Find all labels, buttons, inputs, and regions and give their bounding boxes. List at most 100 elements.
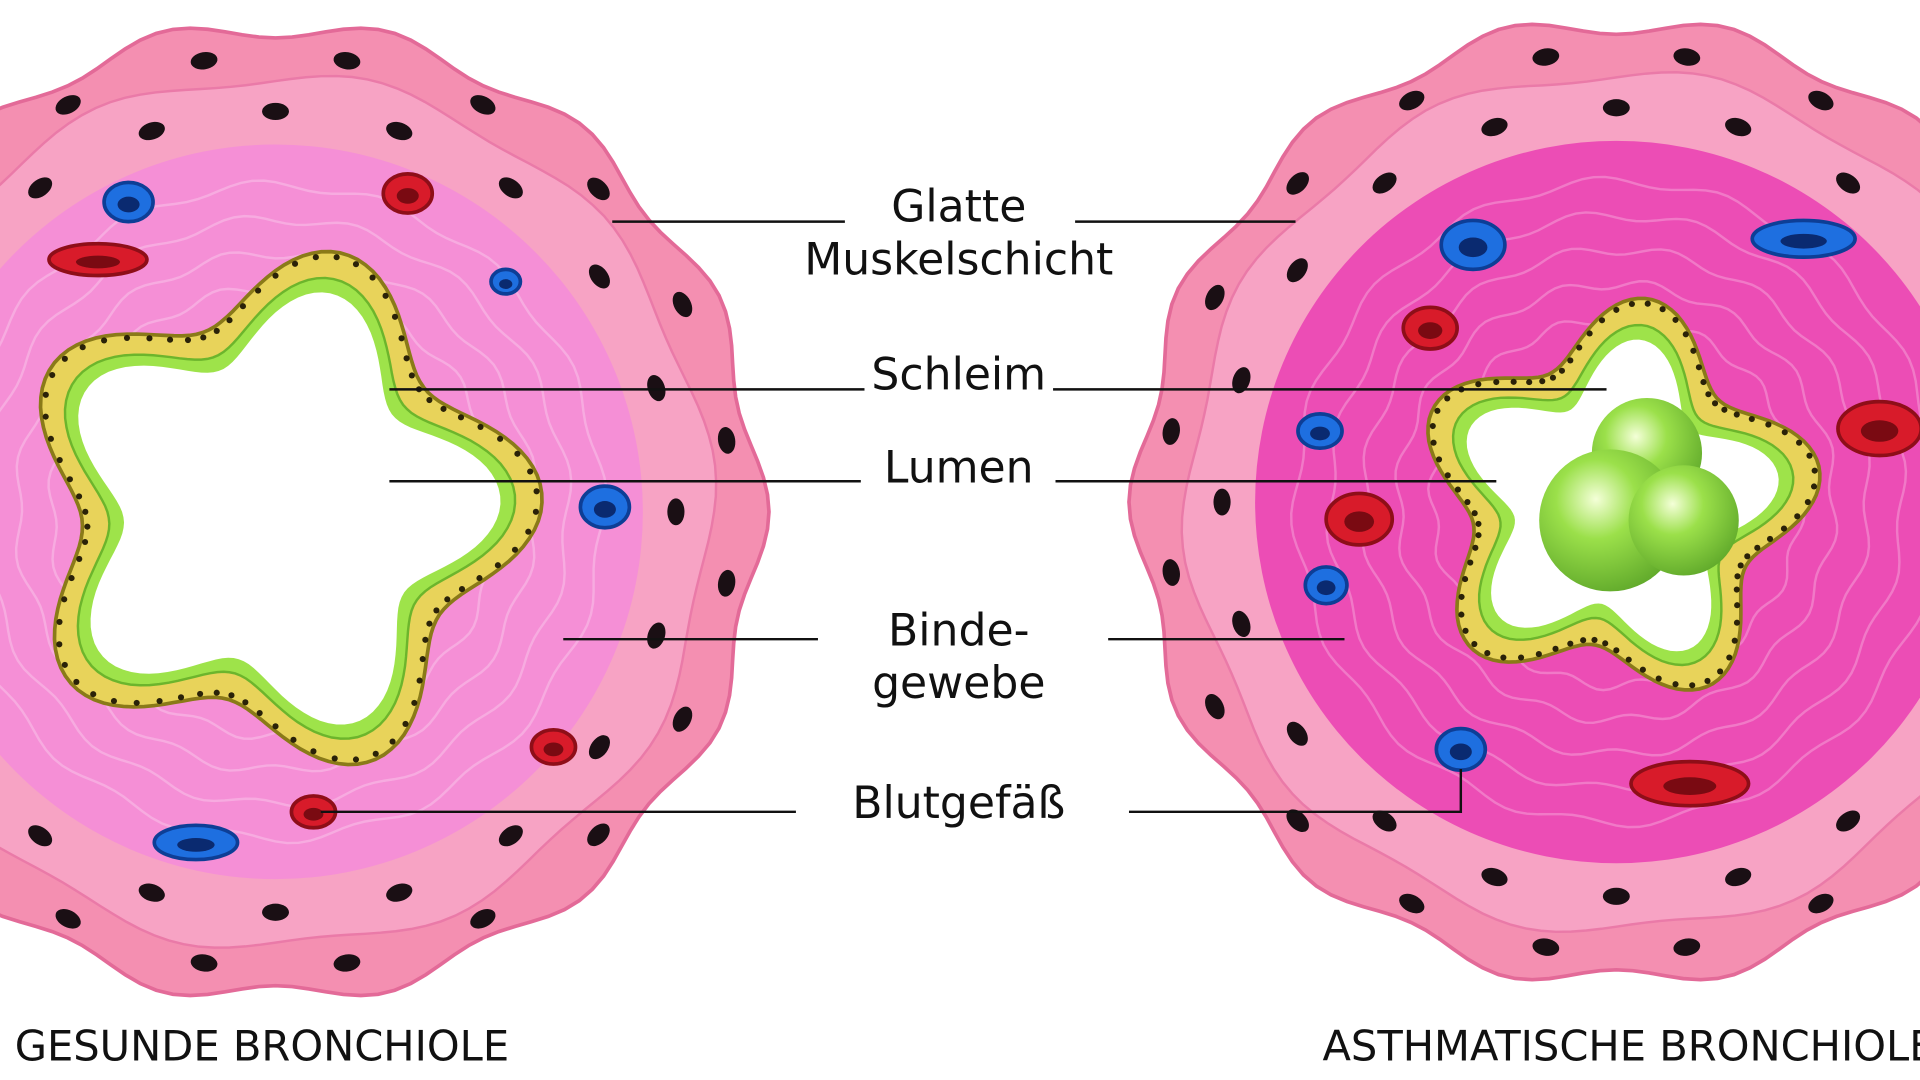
cell-nucleus	[470, 909, 496, 929]
cell-nucleus	[672, 706, 693, 732]
epithelial-nucleus	[76, 493, 83, 500]
blood-vessel-lumen	[1418, 322, 1443, 339]
cell-nucleus	[1602, 99, 1630, 117]
cell-nucleus	[1481, 117, 1508, 137]
epithelial-nucleus	[1734, 602, 1741, 609]
epithelial-nucleus	[1429, 422, 1436, 430]
epithelial-nucleus	[1454, 486, 1461, 493]
cell-nucleus	[1162, 418, 1180, 445]
epithelial-nucleus	[382, 292, 389, 299]
blood-vessel-lumen	[1344, 511, 1375, 532]
cell-nucleus	[190, 954, 218, 972]
epithelial-nucleus	[228, 692, 235, 699]
epithelial-nucleus	[1484, 650, 1491, 657]
caption-healthy: GESUNDE BRONCHIOLE	[15, 1021, 509, 1070]
cell-nucleus	[587, 823, 610, 847]
epithelial-nucleus	[1766, 535, 1774, 543]
epithelial-nucleus	[1493, 378, 1500, 386]
epithelial-nucleus	[66, 476, 73, 483]
epithelial-nucleus	[352, 261, 360, 268]
epithelial-nucleus	[1711, 400, 1719, 407]
epithelial-nucleus	[226, 317, 233, 324]
epithelial-nucleus	[61, 661, 68, 668]
epithelial-nucleus	[369, 274, 376, 281]
epithelial-nucleus	[61, 355, 68, 362]
epithelial-nucleus	[331, 755, 338, 762]
epithelial-nucleus	[1613, 306, 1620, 313]
cell-nucleus	[1286, 809, 1309, 832]
cell-nucleus	[1481, 867, 1508, 887]
cell-nucleus	[1232, 367, 1251, 394]
cell-nucleus	[386, 883, 413, 902]
epithelial-nucleus	[402, 720, 409, 728]
cell-nucleus	[1286, 172, 1309, 195]
epithelial-nucleus	[1721, 406, 1728, 413]
epithelial-nucleus	[352, 756, 360, 763]
epithelial-nucleus	[1672, 681, 1679, 688]
epithelial-nucleus	[1639, 666, 1646, 673]
cell-nucleus	[1205, 284, 1225, 311]
epithelial-nucleus	[1744, 553, 1751, 560]
caption-asthmatic: ASTHMATISCHE BRONCHIOLE	[1322, 1021, 1920, 1070]
epithelial-nucleus	[68, 575, 75, 582]
epithelial-nucleus	[422, 636, 429, 643]
epithelial-nucleus	[444, 596, 451, 603]
blood-vessel-lumen	[1663, 777, 1717, 795]
cell-nucleus	[262, 102, 289, 120]
epithelial-nucleus	[272, 723, 279, 730]
epithelial-nucleus	[61, 596, 68, 603]
epithelial-nucleus	[1464, 498, 1471, 506]
epithelial-nucleus	[1517, 654, 1525, 661]
blood-vessel-lumen	[1310, 426, 1330, 441]
epithelial-nucleus	[1471, 640, 1478, 648]
epithelial-nucleus	[1500, 654, 1507, 661]
label-connective-tissue-line2: gewebe	[872, 658, 1045, 709]
cell-nucleus	[1372, 172, 1397, 194]
epithelial-nucleus	[1644, 300, 1651, 307]
cell-nucleus	[1673, 938, 1701, 956]
epithelial-nucleus	[1734, 573, 1741, 580]
epithelial-nucleus	[1444, 395, 1451, 402]
epithelial-nucleus	[256, 710, 263, 717]
epithelial-nucleus	[1539, 378, 1546, 385]
epithelial-nucleus	[312, 254, 319, 261]
cell-nucleus	[1532, 938, 1560, 956]
epithelial-nucleus	[1794, 513, 1801, 520]
epithelial-nucleus	[47, 435, 54, 442]
cell-nucleus	[1205, 693, 1225, 720]
epithelial-nucleus	[1806, 452, 1813, 459]
epithelial-nucleus	[411, 699, 418, 706]
label-mucus: Schleim	[871, 349, 1046, 400]
epithelial-nucleus	[1458, 611, 1465, 618]
epithelial-nucleus	[1733, 586, 1740, 593]
epithelial-nucleus	[1780, 525, 1788, 532]
epithelial-nucleus	[1689, 682, 1696, 689]
epithelial-nucleus	[527, 468, 534, 475]
epithelial-nucleus	[49, 371, 56, 379]
cell-nucleus	[1286, 721, 1308, 746]
epithelial-nucleus	[1655, 675, 1662, 682]
mucus-plug	[1628, 465, 1739, 576]
epithelial-nucleus	[1567, 357, 1574, 364]
epithelial-nucleus	[73, 678, 80, 685]
epithelial-nucleus	[42, 391, 49, 398]
label-lumen: Lumen	[884, 442, 1034, 493]
cell-nucleus	[647, 375, 666, 402]
tissue-fiber	[1394, 280, 1839, 725]
epithelial-nucleus	[1435, 456, 1443, 463]
epithelial-nucleus	[1586, 330, 1593, 337]
label-smooth-muscle-line1: Glatte	[891, 182, 1026, 233]
epithelial-nucleus	[255, 287, 262, 294]
blood-vessel-lumen	[396, 188, 419, 204]
tissue-fiber	[14, 251, 537, 773]
epithelial-nucleus	[1781, 429, 1788, 436]
label-lines	[320, 220, 1607, 814]
tissue-fiber	[0, 214, 573, 809]
epithelial-nucleus	[457, 414, 465, 421]
cell-nucleus	[1213, 488, 1231, 516]
epithelial-nucleus	[511, 546, 519, 553]
cell-nucleus	[333, 954, 361, 972]
epithelial-nucleus	[408, 372, 415, 379]
epithelial-nucleus	[291, 260, 299, 267]
